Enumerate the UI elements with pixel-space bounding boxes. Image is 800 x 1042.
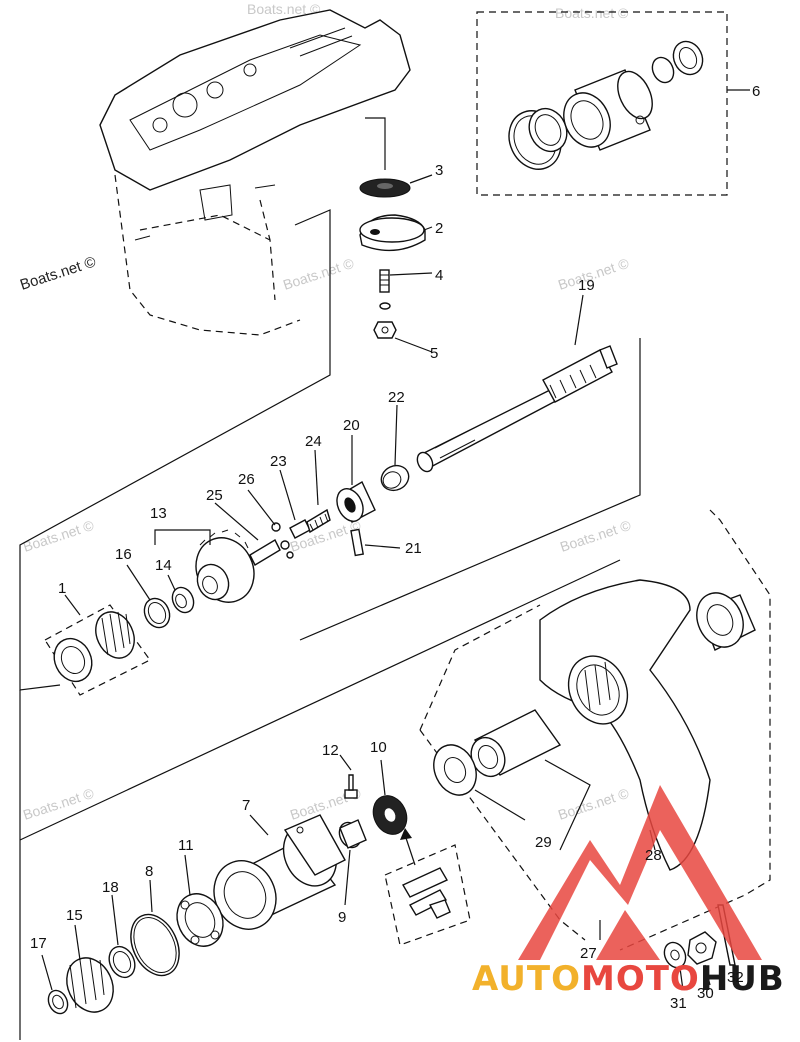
part-20-clutch: [336, 435, 376, 523]
lower-unit-housing: [99, 9, 411, 336]
label-19: 19: [578, 277, 595, 294]
automotohub-logo: AUTOMOTOHUB: [472, 785, 785, 999]
label-16: 16: [115, 546, 132, 563]
label-23: 23: [270, 453, 287, 470]
watermark-7: Boats.net ©: [558, 517, 633, 555]
part-16-shim: [126, 564, 171, 629]
part-21-pin: [350, 528, 401, 557]
label-10: 10: [370, 739, 387, 756]
part-18-shim: [108, 894, 136, 979]
part-30-nut: [687, 931, 717, 986]
label-4: 4: [435, 267, 443, 284]
part-7-bearing-housing: [213, 814, 346, 930]
part-15-forward-gear: [66, 924, 114, 1013]
label-15: 15: [66, 907, 83, 924]
label-8: 8: [145, 863, 153, 880]
label-6: 6: [752, 83, 760, 100]
bearing-kit-6: [476, 11, 750, 196]
propeller: [539, 579, 756, 871]
watermark-2: Boats.net ©: [555, 5, 629, 21]
part-19-drive-shaft: [416, 294, 618, 473]
label-1: 1: [58, 580, 66, 597]
label-31: 31: [670, 995, 687, 1012]
label-5: 5: [430, 345, 438, 362]
part-9-bushing: [338, 819, 367, 906]
label-28: 28: [645, 847, 662, 864]
gearbox-frame-left: [19, 209, 331, 691]
label-11: 11: [178, 837, 194, 854]
label-7: 7: [242, 797, 250, 814]
part-29-washer: [433, 744, 526, 821]
watermark-3: Boats.net ©: [281, 255, 356, 293]
part-29-bushing-sleeve: [470, 709, 591, 851]
label-9: 9: [338, 909, 346, 926]
label-30: 30: [697, 985, 714, 1002]
parts-23-26-small: [214, 449, 331, 566]
label-13: 13: [150, 505, 167, 522]
leader-housing-3: [365, 117, 386, 170]
part-12-bolt: [339, 754, 358, 799]
part-4-stud: [379, 269, 433, 310]
part-11-bearing: [176, 854, 224, 947]
part-1-gear-set: [44, 594, 151, 696]
part-8-o-ring: [130, 879, 180, 977]
propeller-group-frame: [619, 509, 771, 951]
part-13-reverse-gear: [154, 529, 255, 603]
watermark-1: Boats.net ©: [247, 1, 321, 17]
detail-inset: [384, 828, 471, 946]
part-2-plate: [359, 214, 433, 252]
watermark-10: Boats.net ©: [556, 785, 631, 823]
label-20: 20: [343, 417, 360, 434]
label-32: 32: [727, 969, 744, 986]
frame-diagonal-lower: [19, 559, 621, 841]
label-2: 2: [435, 220, 443, 237]
part-10-seal: [372, 759, 408, 835]
part-22-bushing: [380, 404, 410, 492]
label-22: 22: [388, 389, 405, 406]
part-17-shim: [41, 954, 69, 1015]
propeller-group-frame-top: [419, 604, 541, 731]
label-29: 29: [535, 834, 552, 851]
gearbox-frame-right: [299, 338, 641, 641]
label-17: 17: [30, 935, 47, 952]
label-25: 25: [206, 487, 223, 504]
label-12: 12: [322, 742, 339, 759]
part-31-washer: [663, 941, 687, 991]
label-14: 14: [155, 557, 172, 574]
part-5-nut: [373, 321, 433, 353]
label-24: 24: [305, 433, 322, 450]
label-27: 27: [580, 945, 597, 962]
watermark-5: Boats.net ©: [21, 517, 96, 555]
logo-text: AUTOMOTOHUB: [472, 959, 785, 999]
part-3-seal: [359, 174, 433, 198]
label-3: 3: [435, 162, 443, 179]
part-14-bearing: [167, 574, 195, 614]
label-26: 26: [238, 471, 255, 488]
watermark-main: Boats.net ©: [18, 253, 98, 293]
label-21: 21: [405, 540, 422, 557]
label-18: 18: [102, 879, 119, 896]
part-labels: 1 2 3 4 5 6 7 8 9 10 11 12 13 14 15 16 1…: [30, 83, 760, 1012]
watermark-8: Boats.net ©: [21, 785, 96, 823]
